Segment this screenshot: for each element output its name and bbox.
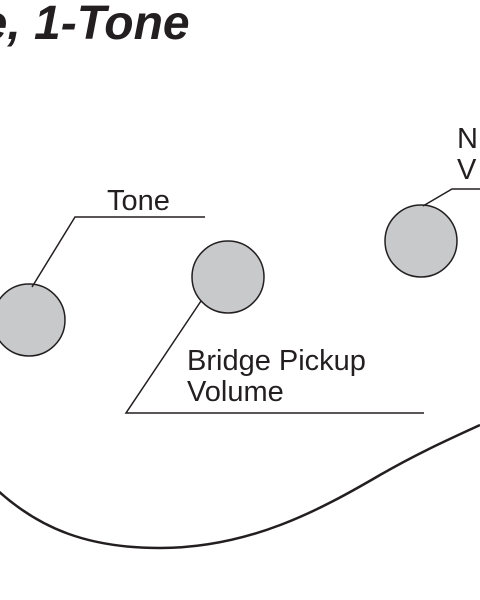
tone-leader-line (31, 216, 205, 288)
neck-volume-knob-icon (384, 204, 458, 278)
diagram-title: me, 1-Tone (0, 0, 190, 50)
neck-pickup-volume-label: N V (457, 124, 478, 186)
bridge-label-line2: Volume (187, 376, 284, 408)
body-outline (0, 423, 480, 550)
bridge-volume-leader-line (124, 300, 424, 414)
bridge-label-line1: Bridge Pickup (187, 345, 366, 377)
tone-knob-icon (0, 283, 66, 357)
neck-label-line1: N (457, 123, 478, 155)
bridge-pickup-volume-label: Bridge Pickup Volume (187, 346, 366, 408)
bridge-volume-knob-icon (191, 240, 265, 314)
neck-label-line2: V (457, 154, 477, 186)
tone-label-text: Tone (107, 185, 170, 217)
tone-label: Tone (107, 186, 170, 217)
neck-volume-leader-line (422, 188, 480, 207)
